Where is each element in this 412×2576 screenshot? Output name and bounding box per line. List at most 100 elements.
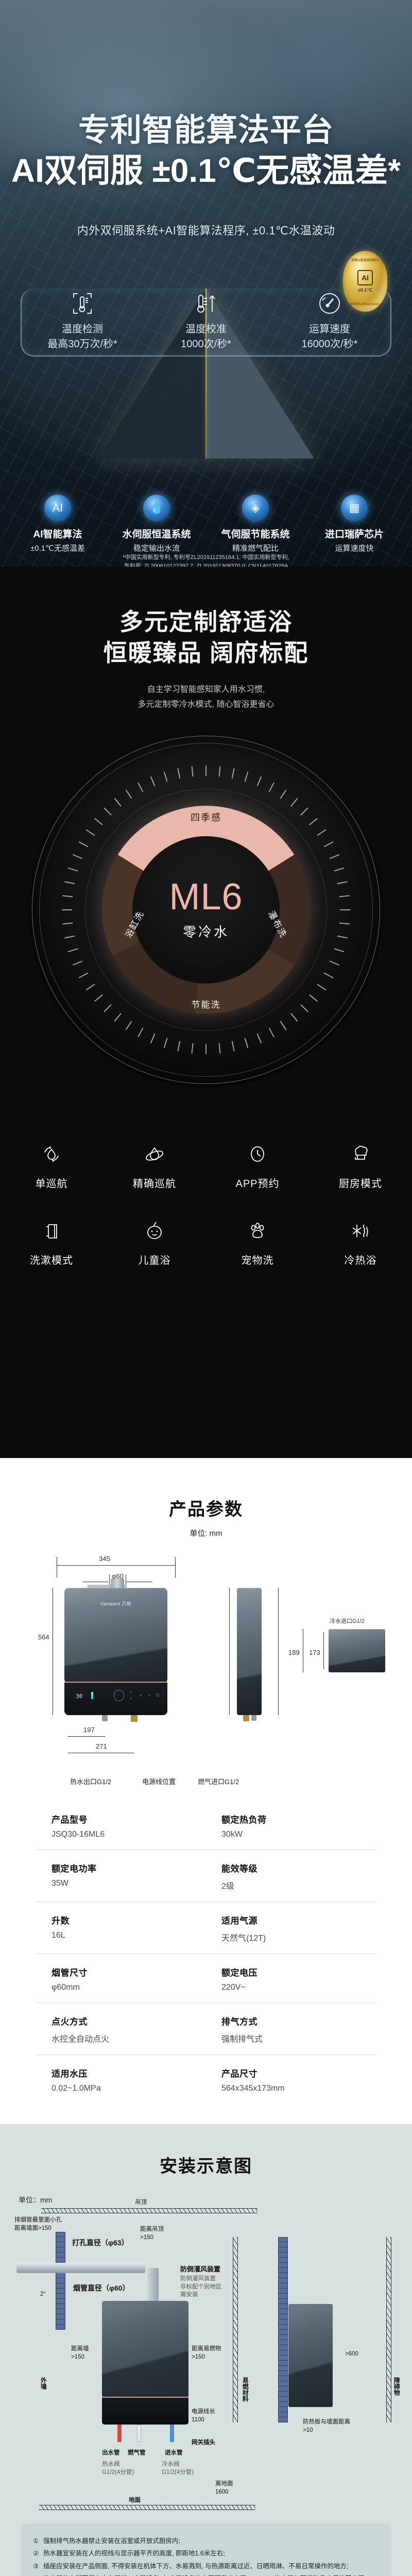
child-bath-icon [147, 1222, 162, 1239]
spec-row: 温度检测 最高30万次/秒* 温度校准 1000次/秒* [21, 282, 391, 350]
mode-pet-wash[interactable]: 宠物洗 [206, 1218, 309, 1267]
feature-desc: 稳定输出水流 [133, 544, 180, 553]
dial-tick [337, 881, 348, 885]
patent-note-line1: *中国实用新型专利, 专利号ZL201911235164.1; 中国实用新型专利… [123, 554, 289, 561]
mode-label: 冷热浴 [344, 1255, 377, 1266]
dial-tick [244, 1038, 249, 1048]
spec-value-3: 16000次/秒* [301, 338, 358, 350]
mode-hot-cold-bath[interactable]: 冷热浴 [309, 1218, 412, 1267]
heater-accent-line [102, 2397, 188, 2398]
param-key: 点火方式 [52, 2017, 88, 2027]
mode-single-cruise[interactable]: 单巡航 [0, 1141, 103, 1190]
mode-label: 单巡航 [35, 1178, 68, 1190]
dial-tick [290, 798, 298, 807]
ground-hatch [39, 2505, 255, 2510]
dial-center: ML6 零冷水 [132, 836, 280, 984]
dial-tick [72, 960, 83, 965]
param-key: 额定热负荷 [221, 1815, 267, 1825]
note-number: ③ [33, 2562, 39, 2570]
side-port-water [251, 1715, 256, 1721]
param-key: 额定电功率 [52, 1864, 97, 1874]
param-value: 35W [52, 1879, 68, 1888]
label-inlet-pipe: 进水管 [165, 2450, 183, 2456]
dial-tick [329, 960, 340, 965]
dial-tick [323, 972, 334, 978]
dial-tick [138, 782, 144, 792]
heater-unit-front [102, 2301, 188, 2398]
label-floor-distance: 离地面 1600 [215, 2481, 233, 2495]
hero-title-line2: AI双伺服 ±0.1℃无感温差* [11, 152, 401, 189]
accent-line [64, 1682, 167, 1683]
side-port-gas [243, 1715, 249, 1721]
dial-tick [150, 776, 156, 786]
dim-flue-label: φ60 [112, 1572, 124, 1580]
mode-child-bath[interactable]: 儿童浴 [103, 1218, 206, 1267]
dial-tick [218, 1043, 221, 1054]
feature-desc: 运算速度快 [335, 544, 374, 553]
mode-app-schedule[interactable]: APP预约 [206, 1141, 309, 1190]
label-hot-valve: 热水阀 G1/2(4分管) [102, 2461, 134, 2476]
mode-dial[interactable]: ML6 零冷水 四季感 浴缸洗 瀑布洗 节能洗 [0, 720, 412, 1132]
dial-tick [339, 922, 350, 925]
note-text: 热水器的上部不得有电力明线、电器设备, 与电器设备的水平距离应大于400mm。热… [43, 2572, 379, 2576]
param-key: 适用气源 [221, 1916, 258, 1926]
feature-title: 水伺服恒温系统 [122, 529, 191, 540]
dial-tick-marks [62, 765, 350, 1054]
up-down-buttons[interactable]: ⌃⌄ [129, 1691, 133, 1700]
dial-tick [268, 1027, 274, 1038]
param-value: φ60mm [52, 1983, 80, 1992]
dim-173-label: 173 [309, 1649, 320, 1656]
label-dist-600: >600 [345, 2351, 358, 2357]
mode-kitchen[interactable]: 厨房模式 [309, 1141, 412, 1190]
cold-inlet-pipe [170, 2425, 174, 2442]
side-dim-line-2 [278, 1588, 279, 1715]
spec-label-3: 运算速度 [309, 324, 350, 335]
feature-gas-servo: ◈ 气伺服节能系统 精准燃气配比 [207, 495, 304, 553]
caption-hot-outlet: 热水出口G1/2 [70, 1778, 112, 1786]
param-value: 2级 [221, 1882, 234, 1891]
dial-subtext-line1: 自主学习智能感知家人用水习惯, [147, 685, 265, 694]
dial-tick [340, 909, 350, 910]
dial-mode-label: 零冷水 [182, 924, 229, 940]
water-servo-icon: 💧 [143, 495, 170, 521]
seal-ring-top-text: 双擎AI智能燃烧算法 [351, 259, 379, 262]
flue-ext-l [109, 1574, 110, 1588]
mode-icon-grid: 单巡航 精确巡航 APP预约 [0, 1132, 412, 1267]
dial-label-eco[interactable]: 节能洗 [191, 999, 221, 1010]
label-slope: 2° [40, 2291, 46, 2297]
dial-tick [163, 1038, 168, 1048]
note-number: ② [33, 2550, 39, 2557]
dial-tick [177, 1041, 181, 1052]
dial-tick [280, 1021, 287, 1030]
obstacle-hatch [386, 2237, 391, 2422]
mode-wash[interactable]: 洗漱模式 [0, 1218, 103, 1267]
mode-precise-cruise[interactable]: 精确巡航 [103, 1141, 206, 1190]
dial-tick [104, 1004, 112, 1012]
flue-pipe [111, 1579, 124, 1589]
dial-tick [125, 789, 132, 799]
gas-inlet-port [131, 1715, 138, 1722]
label-dist-wall: 距离墙 >150 [71, 2346, 89, 2360]
label-flue-hole: 排烟管最里面小孔 距离墙面>150 [14, 2217, 62, 2231]
dial-tick [218, 766, 221, 777]
param-value: 强制排气式 [221, 2035, 263, 2044]
param-value: 天然气(12T) [221, 1934, 266, 1943]
param-cell: 排气方式强制排气式 [206, 2014, 376, 2044]
gas-servo-icon: ◈ [242, 495, 269, 521]
dial-label-four-seasons[interactable]: 四季感 [191, 812, 221, 823]
label-ceiling: 吊顶 [135, 2199, 147, 2206]
side-wall-brick [278, 2237, 288, 2422]
param-value: 220V~ [221, 1983, 246, 1992]
pipe-labels-row: 出水管 燃气管 进水管 热水阀 G1/2(4分管) 冷水阀 G1/2(4分管) … [10, 2449, 402, 2510]
dim-line-width [57, 1565, 175, 1566]
power-icon[interactable]: ⏻ [156, 1693, 160, 1698]
spec-value-1: 最高30万次/秒* [47, 338, 117, 350]
dial-ring-2 [39, 742, 373, 1077]
mode-button[interactable] [114, 1690, 124, 1701]
dial-tick [94, 818, 103, 825]
